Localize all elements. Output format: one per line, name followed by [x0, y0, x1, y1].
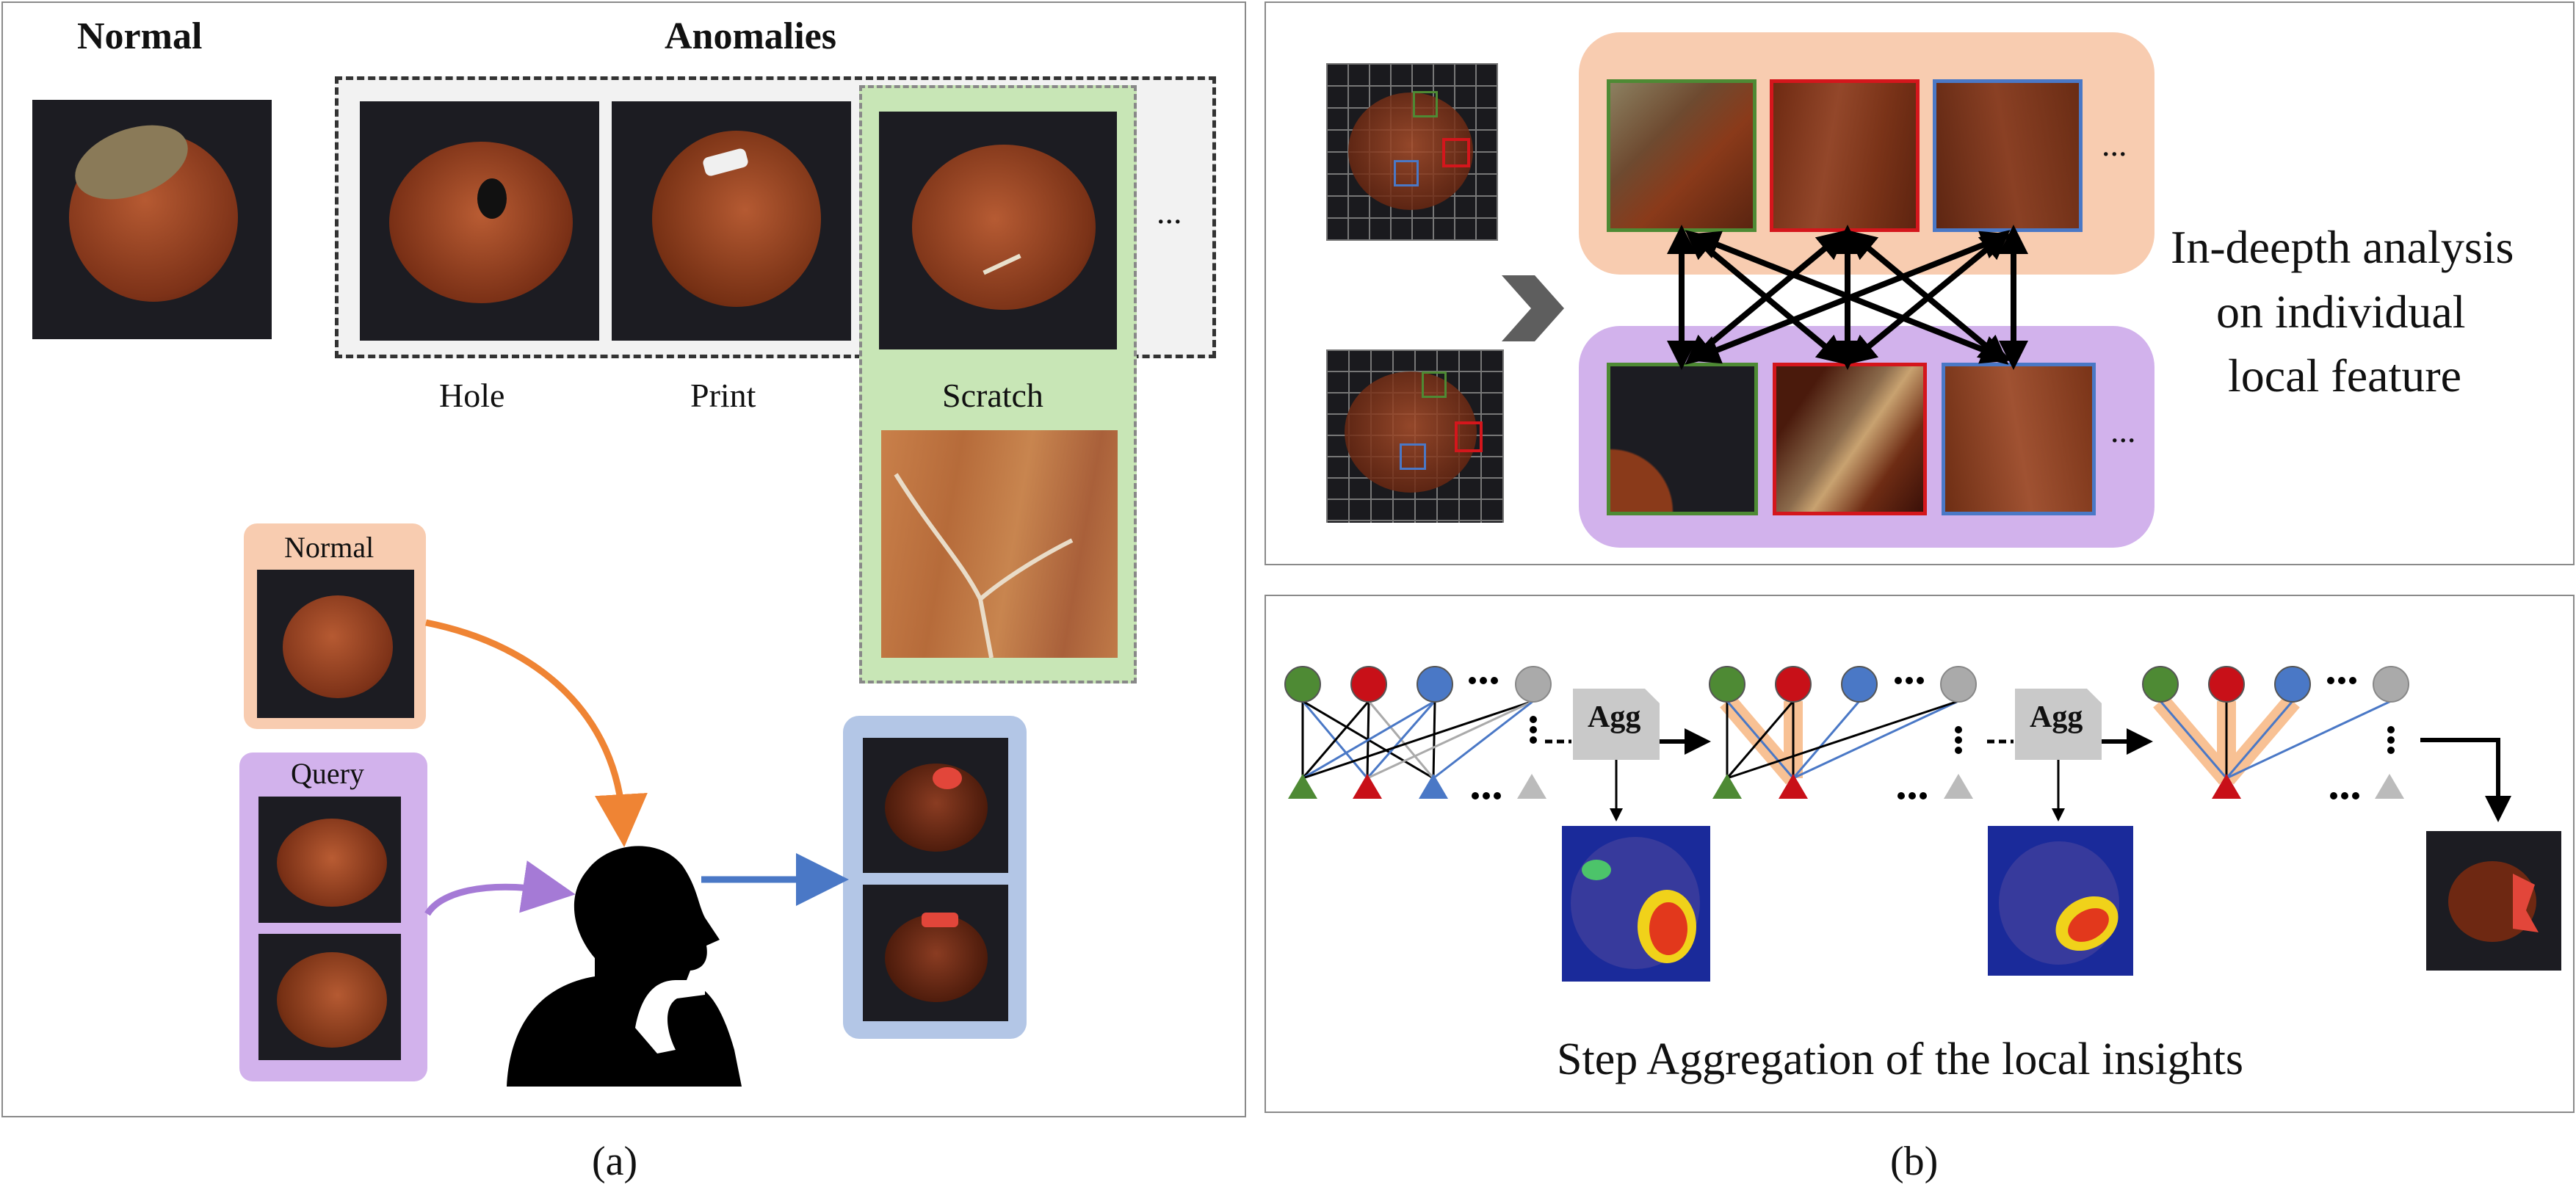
query-node-blue	[1419, 774, 1448, 799]
hazelnut-shape	[277, 819, 387, 907]
analysis-text-line1: In-deepth analysis	[2171, 221, 2514, 273]
graph-stage-3	[2142, 666, 2409, 799]
node-gray	[1515, 666, 1552, 703]
hazelnut-shape	[389, 142, 573, 303]
thinker-silhouette-icon	[507, 846, 742, 1087]
panel-a-arrows	[424, 619, 849, 916]
hazelnut-shape	[912, 145, 1096, 310]
aggregation-caption: Step Aggregation of the local insights	[1557, 1034, 2244, 1084]
hole-sample-image	[360, 101, 599, 341]
hazelnut-shape	[885, 914, 988, 1002]
patch-comparison-arrows	[1667, 225, 2028, 370]
normal-reference-image	[257, 570, 414, 718]
normal-box-label: Normal	[284, 531, 375, 564]
label-hole: Hole	[439, 377, 505, 414]
output-image-2	[863, 885, 1008, 1021]
analysis-text-line2: on individual	[2216, 286, 2466, 338]
node-blue	[1417, 666, 1453, 703]
patch-green	[1422, 371, 1447, 398]
query-patches-more: ...	[2110, 412, 2136, 449]
chevron-right-icon	[1502, 275, 1564, 341]
scratch-zoom-image	[881, 430, 1118, 658]
anomalies-more: ...	[1157, 193, 1182, 231]
agg-box-2	[2015, 689, 2102, 760]
scratch-sample-image	[879, 112, 1117, 349]
hazelnut-shape	[277, 952, 387, 1048]
patch-red	[1455, 421, 1483, 452]
patch-green	[1413, 91, 1438, 117]
normal-sample-image	[32, 100, 272, 339]
patch-blue	[1400, 443, 1426, 470]
anomalies-title: Anomalies	[665, 15, 836, 57]
agg-label-1: Agg	[1588, 700, 1641, 734]
caption-b: (b)	[1890, 1139, 1939, 1184]
patch-blue	[1394, 160, 1419, 186]
normal-title: Normal	[77, 15, 203, 57]
hole-defect	[477, 178, 507, 219]
aggregation-diagram	[1284, 666, 2561, 982]
agg-label-2: Agg	[2030, 700, 2083, 734]
final-result-image	[2426, 831, 2561, 971]
label-print: Print	[690, 377, 756, 414]
query-patch-red	[1773, 363, 1927, 515]
query-box-label: Query	[291, 757, 364, 790]
normal-to-thinker-arrow	[425, 619, 648, 847]
ref-patches-more: ...	[2102, 126, 2127, 163]
graph-stage-1	[1284, 666, 1552, 799]
query-node-gray	[1517, 774, 1546, 799]
node-red	[1350, 666, 1387, 703]
node-green	[1284, 666, 1321, 703]
label-scratch: Scratch	[942, 377, 1043, 414]
patch-red	[1442, 138, 1470, 167]
heatmap-1	[1562, 826, 1710, 982]
query-patch-green	[1607, 363, 1758, 515]
query-image-hole	[258, 797, 401, 923]
print-sample-image	[612, 101, 851, 341]
output-image-1	[863, 738, 1008, 873]
query-image-print	[258, 934, 401, 1060]
query-node-green	[1288, 774, 1317, 799]
grid-image-reference	[1326, 63, 1498, 241]
hazelnut-shape	[1348, 93, 1473, 210]
query-node-red	[1353, 774, 1382, 799]
heatmap-2	[1988, 826, 2133, 976]
hazelnut-shape	[283, 595, 393, 698]
anomaly-highlight	[922, 913, 958, 927]
scratch-lines	[894, 473, 1074, 658]
anomaly-highlight	[933, 767, 962, 789]
analysis-text-line3: local feature	[2228, 349, 2461, 402]
caption-a: (a)	[592, 1139, 638, 1184]
query-to-thinker-arrow	[424, 860, 576, 916]
agg-box-1	[1573, 689, 1660, 760]
grid-image-query	[1326, 349, 1504, 523]
graph-stage-2	[1709, 666, 1977, 799]
